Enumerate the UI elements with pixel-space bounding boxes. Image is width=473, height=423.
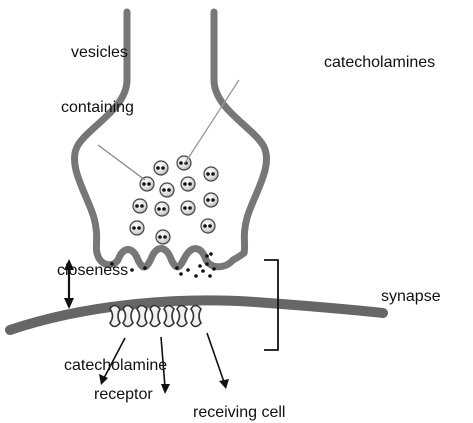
receptor — [110, 306, 120, 327]
vesicle — [154, 161, 168, 175]
catecholamines-label: catecholamines — [324, 55, 435, 71]
vesicle — [204, 193, 218, 207]
receptor — [150, 306, 160, 327]
vesicle — [204, 167, 218, 181]
vesicles-label: vesicles — [71, 45, 128, 61]
receptor-cluster — [110, 306, 201, 327]
receptor — [191, 306, 201, 327]
vesicle — [130, 221, 144, 235]
receptor — [137, 306, 147, 327]
receptor-label: receptor — [94, 387, 153, 403]
catecholamines-callout-line — [185, 80, 239, 163]
receptor — [177, 306, 187, 327]
closeness-label: closeness — [57, 263, 128, 279]
vesicle — [201, 219, 215, 233]
vesicle — [160, 183, 174, 197]
vesicle — [133, 199, 147, 213]
vesicle — [156, 230, 170, 244]
vesicles — [130, 156, 218, 244]
catecholamine-label: catecholamine — [64, 358, 167, 374]
receiving-cell-label: receiving cell — [193, 405, 285, 421]
containing-label: containing — [61, 100, 134, 116]
vesicle — [181, 177, 195, 191]
axon-terminal-right-wall — [214, 12, 267, 253]
vesicles-callout-line — [98, 145, 145, 180]
vesicle — [140, 177, 154, 191]
receptor — [123, 306, 133, 327]
vesicle — [155, 202, 169, 216]
synapse-label: synapse — [381, 289, 441, 305]
receptor — [164, 306, 174, 327]
vesicle — [181, 201, 195, 215]
